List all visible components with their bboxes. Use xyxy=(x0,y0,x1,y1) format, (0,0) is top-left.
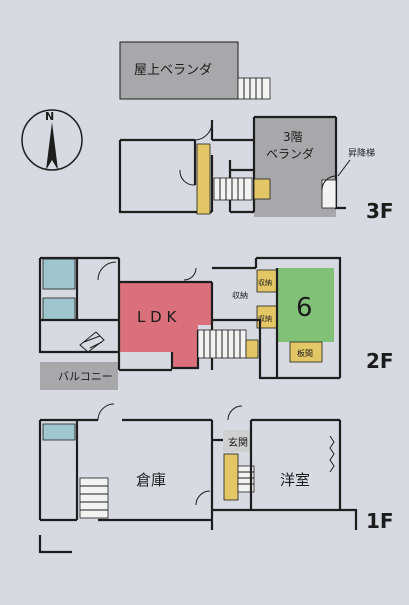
compass-north-label: N xyxy=(45,110,54,123)
roof-ladder-treads xyxy=(243,78,263,99)
floor-label-3f: 3F xyxy=(366,199,394,223)
ground-marker xyxy=(38,535,72,554)
walls-1f xyxy=(38,418,358,530)
compass-needle xyxy=(46,122,58,170)
door-arc-1f-a xyxy=(97,403,115,421)
rooftop-balcony-area xyxy=(119,41,239,100)
bathroom xyxy=(42,258,76,290)
lift-ladder-hatch xyxy=(321,179,337,209)
board-floor-label: 板間 xyxy=(297,348,313,358)
door-arc-3f-a xyxy=(194,119,213,141)
door-arc-3f-b xyxy=(179,169,196,186)
veranda-3f-label-2: ベランダ xyxy=(266,146,314,161)
door-arc-2f-b xyxy=(183,267,197,281)
tatami-count: 6 xyxy=(296,293,313,323)
stairs-1f-left-treads xyxy=(80,485,108,511)
yellow-stair-2f xyxy=(245,339,259,359)
storage-2f-label: 収納 xyxy=(232,290,248,300)
floor-label-1f: 1F xyxy=(366,509,394,533)
tatami-room xyxy=(277,268,334,342)
balcony-2f-label: バルコニー xyxy=(58,370,113,383)
balcony-2f-area xyxy=(40,362,118,390)
floor-label-2f: 2F xyxy=(366,349,394,373)
closet-b-label: 収納 xyxy=(258,314,272,323)
rooftop-balcony-label: 屋上ベランダ xyxy=(134,63,212,78)
lift-ladder-leader xyxy=(337,159,351,177)
yellow-stair-1f xyxy=(223,453,239,501)
compass: N xyxy=(21,109,83,171)
veranda-3f-label-1: 3階 xyxy=(283,129,303,144)
stairs-1f-left xyxy=(79,477,109,519)
entrance-area xyxy=(223,430,251,452)
door-arc-1f-c xyxy=(195,490,211,506)
compass-circle xyxy=(21,109,83,171)
board-floor xyxy=(289,341,323,363)
stairs-3f xyxy=(213,177,253,201)
entrance-label: 玄関 xyxy=(228,436,248,449)
lift-ladder-arc xyxy=(321,175,337,191)
balcony-steps xyxy=(79,331,105,353)
ldk-area xyxy=(119,282,212,368)
stairs-2f-treads xyxy=(203,330,241,358)
door-arc-2f-a xyxy=(97,261,117,281)
roof-ladder xyxy=(237,77,271,100)
western-room-label: 洋室 xyxy=(280,471,310,489)
floor-3f: 屋上ベランダ 3階 ベランダ 昇降梯 3F xyxy=(118,41,394,223)
ldk-label: L D K xyxy=(137,308,177,326)
floor-2f: L D K 6 収納 収納 板間 バルコニー 収納 2F xyxy=(38,256,394,390)
stairs-3f-treads xyxy=(219,178,245,200)
yellow-stair-3f-right xyxy=(253,178,271,200)
closet-a-label: 収納 xyxy=(258,278,272,287)
bathtub xyxy=(42,297,76,321)
utility-1f xyxy=(42,423,76,441)
yellow-stair-3f-left xyxy=(196,143,211,215)
storeroom-label: 倉庫 xyxy=(136,471,166,489)
door-arc-1f-b xyxy=(227,405,243,421)
lift-ladder-label: 昇降梯 xyxy=(348,147,375,159)
window-zigzag xyxy=(329,435,335,473)
floor-1f: 倉庫 洋室 玄関 1F xyxy=(38,403,394,554)
